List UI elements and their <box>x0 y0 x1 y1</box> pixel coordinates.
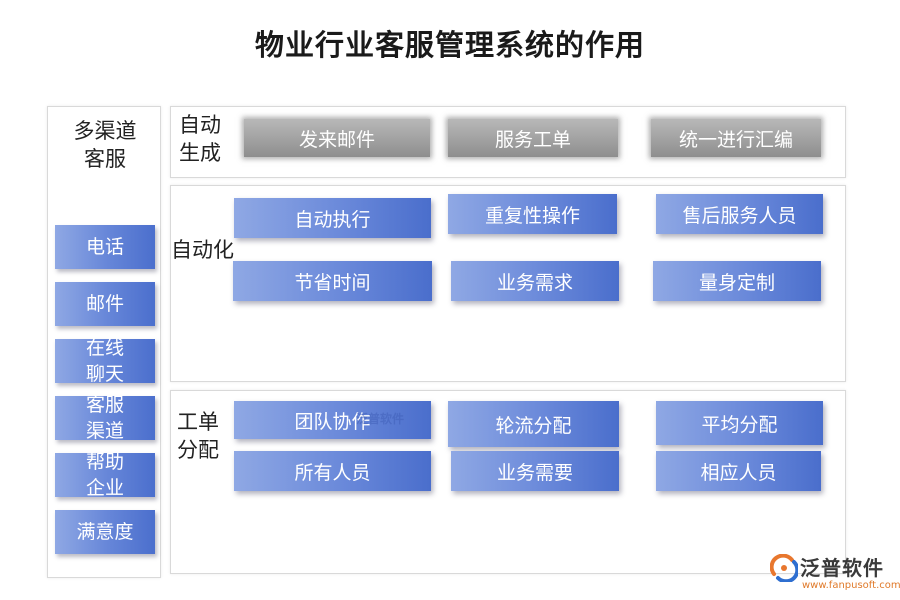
ticket-dispatch-panel: 工单 分配 团队协作 轮流分配 平均分配 所有人员 业务需要 相应人员 <box>170 390 846 574</box>
channel-phone: 电话 <box>55 225 155 269</box>
auto-generate-label: 自动 生成 <box>179 111 221 167</box>
automation-item: 节省时间 <box>233 261 432 301</box>
dispatch-label-line: 工单 <box>177 410 219 434</box>
multichannel-title-line: 多渠道 <box>73 119 137 143</box>
dispatch-item: 所有人员 <box>234 451 431 491</box>
automation-item: 自动执行 <box>234 198 431 238</box>
page-title: 物业行业客服管理系统的作用 <box>254 28 645 62</box>
channel-help-enterprise: 帮助 企业 <box>55 451 155 499</box>
brand-name: 泛普软件 <box>800 556 884 580</box>
dispatch-item: 相应人员 <box>656 451 821 491</box>
channel-service-channels: 客服 渠道 <box>55 394 155 442</box>
brand-url: www.fanpusoft.com <box>802 580 900 591</box>
auto-generate-panel: 自动 生成 发来邮件 服务工单 统一进行汇编 <box>170 106 846 178</box>
automation-item: 量身定制 <box>653 261 821 301</box>
brand-logo: 泛普软件 www.fanpusoft.com <box>770 550 900 595</box>
channel-label: 企业 <box>85 477 124 499</box>
watermark-text: 泛普软件 <box>356 412 405 426</box>
automation-panel: 自动化 自动执行 重复性操作 售后服务人员 节省时间 业务需求 量身定制 <box>170 185 846 382</box>
multichannel-panel: 多渠道 客服 电话 邮件 在线 聊天 客服 渠道 帮助 企业 满意度 <box>47 106 161 578</box>
automation-item: 重复性操作 <box>448 194 617 234</box>
automation-item: 业务需求 <box>451 261 619 301</box>
multichannel-title: 多渠道 客服 <box>48 117 162 173</box>
auto-generate-item-compile: 统一进行汇编 <box>651 119 821 157</box>
automation-item: 售后服务人员 <box>656 194 823 234</box>
dispatch-item: 业务需要 <box>451 451 619 491</box>
automation-label: 自动化 <box>171 238 234 262</box>
channel-label: 电话 <box>85 236 124 258</box>
dispatch-label-line: 分配 <box>177 438 219 462</box>
channel-label: 邮件 <box>85 293 124 315</box>
channel-label: 满意度 <box>76 521 134 543</box>
channel-label: 在线 <box>85 337 124 359</box>
auto-generate-label-line: 自动 <box>179 113 221 137</box>
dispatch-label: 工单 分配 <box>177 408 219 464</box>
auto-generate-item-email: 发来邮件 <box>244 119 430 157</box>
auto-generate-label-line: 生成 <box>179 141 221 165</box>
channel-online-chat: 在线 聊天 <box>55 337 155 385</box>
dispatch-item: 轮流分配 <box>448 401 619 447</box>
channel-label: 渠道 <box>85 420 124 442</box>
multichannel-title-line: 客服 <box>84 147 126 171</box>
channel-label: 帮助 <box>85 451 124 473</box>
channel-label: 聊天 <box>85 363 124 385</box>
channel-label: 客服 <box>85 394 124 416</box>
auto-generate-item-ticket: 服务工单 <box>448 119 618 157</box>
brand-logo-icon <box>770 554 798 582</box>
channel-satisfaction: 满意度 <box>55 510 155 554</box>
dispatch-item: 平均分配 <box>656 401 823 445</box>
dispatch-item: 团队协作 <box>234 401 431 439</box>
channel-email: 邮件 <box>55 282 155 326</box>
